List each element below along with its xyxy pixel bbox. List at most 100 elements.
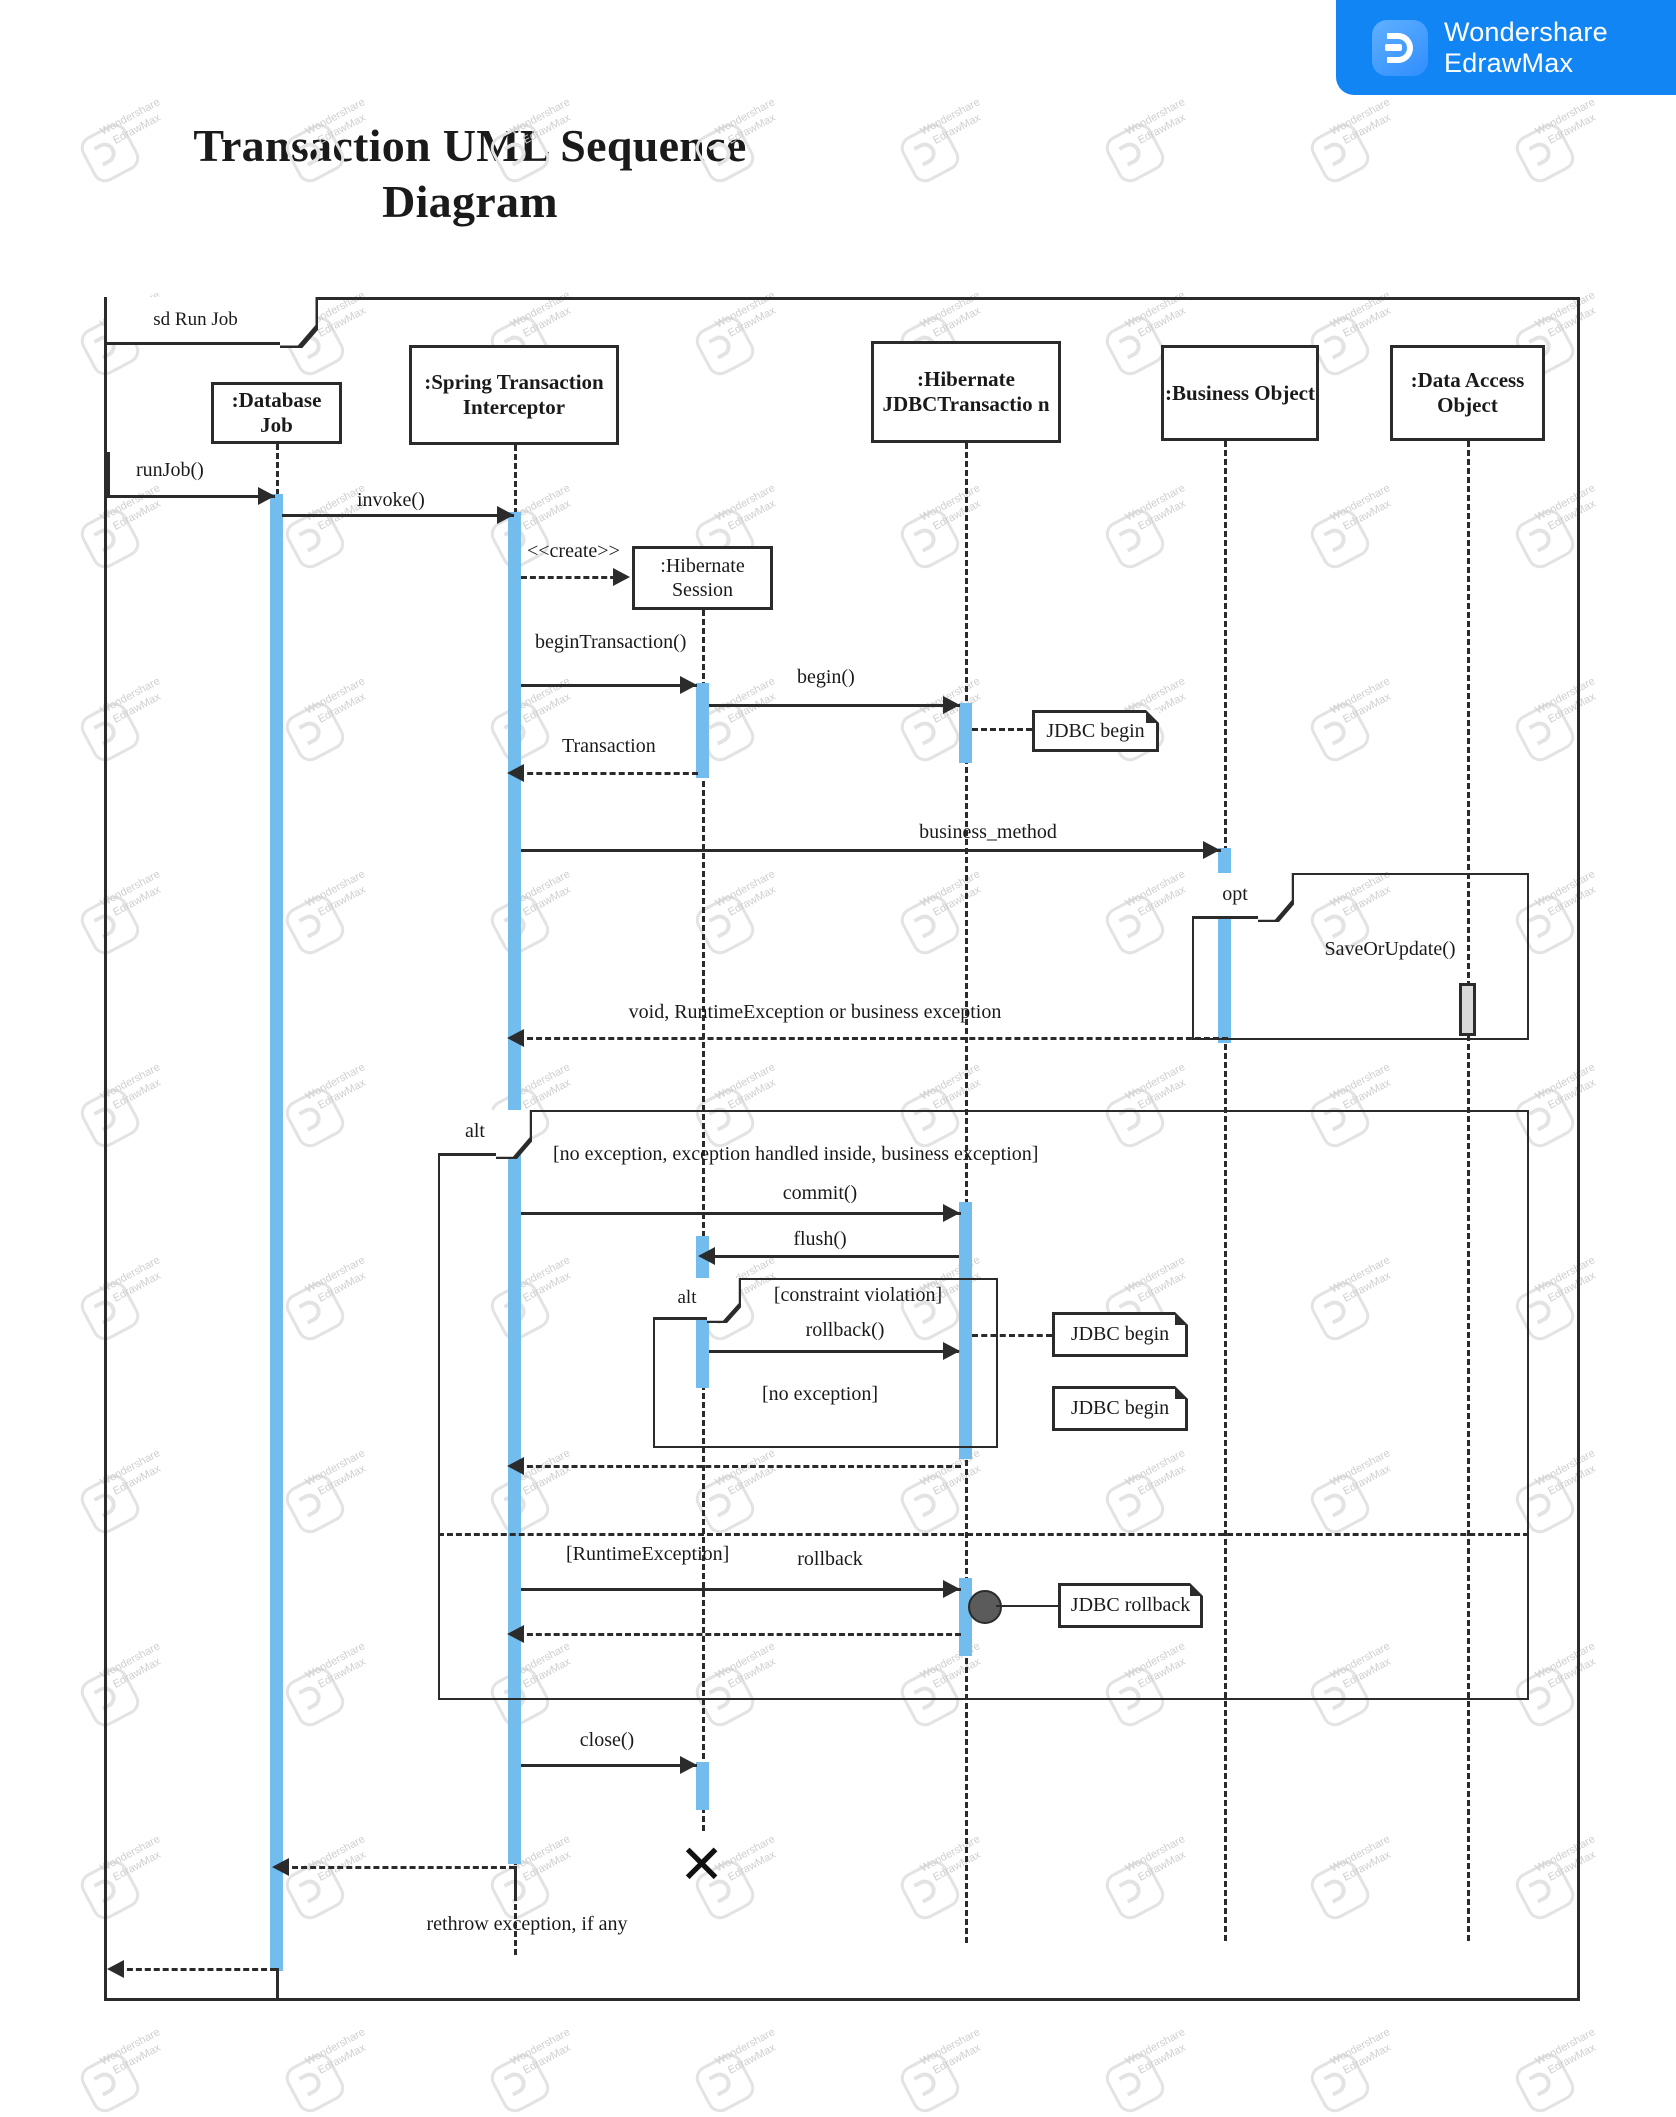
- message-label: invoke(): [357, 489, 425, 511]
- message-save-or-update-label: SaveOrUpdate(): [1324, 938, 1455, 961]
- message-transaction-return-label: Transaction: [562, 735, 656, 758]
- watermark-logo-icon: [1306, 119, 1374, 187]
- participant-db-job[interactable]: :Database Job: [211, 382, 342, 444]
- message-commit-label: commit(): [783, 1182, 857, 1205]
- message-begin-transaction-arrow[interactable]: [521, 684, 697, 687]
- activation-hibernate-session-3: [696, 1762, 709, 1810]
- watermark-logo-icon: [486, 2049, 554, 2117]
- message-rollback-return-arrow[interactable]: [518, 1633, 961, 1636]
- message-label: flush(): [793, 1228, 847, 1250]
- arrowhead-icon: [107, 1960, 124, 1978]
- message-begin-arrow[interactable]: [709, 704, 960, 707]
- message-label: SaveOrUpdate(): [1324, 938, 1456, 960]
- message-commit-return-arrow[interactable]: [518, 1465, 961, 1468]
- message-void-return-label: void, RuntimeException or business excep…: [629, 1001, 1002, 1024]
- arrowhead-icon: [680, 1756, 697, 1774]
- message-rethrow-arrow[interactable]: [283, 1866, 515, 1869]
- message-invoke-label: invoke(): [357, 489, 425, 512]
- message-create-stereotype: <<create>>: [527, 540, 620, 563]
- message-label: void, RuntimeException or business excep…: [628, 1001, 1002, 1023]
- watermark-logo-icon: [1511, 2049, 1579, 2117]
- message-rollback-paren-arrow[interactable]: [709, 1350, 959, 1353]
- message-begin-label: begin(): [797, 666, 855, 689]
- message-label: begin(): [797, 666, 855, 688]
- lifeline-business-object: [1224, 441, 1227, 1941]
- arrowhead-icon: [698, 1247, 715, 1265]
- message-business-method-label: business_method: [919, 821, 1057, 844]
- participant-label: :Hibernate JDBCTransactio n: [882, 367, 1050, 416]
- note-jdbc-begin-1: JDBC begin: [1032, 710, 1159, 752]
- alt-label: alt: [465, 1120, 485, 1142]
- participant-label: :Data Access Object: [1410, 368, 1525, 417]
- frame-label: sd Run Job: [153, 308, 238, 330]
- message-rethrow-label: rethrow exception, if any: [426, 1913, 627, 1936]
- arrowhead-icon: [1203, 841, 1220, 859]
- alt-outer-fragment: [438, 1110, 1529, 1700]
- participant-data-access-object[interactable]: :Data Access Object: [1390, 345, 1545, 441]
- edrawmax-logo-icon: [1372, 19, 1428, 76]
- opt-fragment-label-box: opt: [1192, 873, 1262, 919]
- participant-spring-tx[interactable]: :Spring Transaction Interceptor: [409, 345, 619, 445]
- note-label: JDBC rollback: [1070, 1594, 1191, 1616]
- arrowhead-icon: [680, 676, 697, 694]
- run-job-origin: [107, 452, 110, 496]
- opt-label-clip-icon: [1258, 873, 1294, 922]
- watermark-logo-icon: [76, 119, 144, 187]
- message-commit-arrow[interactable]: [521, 1212, 961, 1215]
- message-invoke-arrow[interactable]: [282, 514, 514, 517]
- message-flush-label: flush(): [793, 1228, 846, 1251]
- arrowhead-icon: [943, 1204, 960, 1222]
- activation-spring-tx: [508, 512, 521, 1864]
- message-close-label: close(): [580, 1729, 634, 1752]
- activation-db-job: [270, 494, 283, 1971]
- alt-outer-guard-2: [RuntimeException]: [566, 1543, 729, 1566]
- final-return-arrow[interactable]: [118, 1968, 276, 1971]
- page-title: Transaction UML Sequence Diagram: [193, 120, 747, 228]
- message-business-method-arrow[interactable]: [521, 849, 1221, 852]
- message-create-arrow[interactable]: [521, 576, 625, 579]
- watermark-logo-icon: [281, 2049, 349, 2117]
- arrowhead-icon: [507, 1625, 524, 1643]
- activation-hibernate-session-1: [696, 683, 709, 778]
- arrowhead-icon: [507, 1029, 524, 1047]
- message-close-arrow[interactable]: [521, 1764, 697, 1767]
- message-rollback-arrow[interactable]: [521, 1588, 961, 1591]
- alt-inner-guard-1: [constraint violation]: [774, 1284, 942, 1307]
- alt-inner-guard-2: [no exception]: [762, 1383, 878, 1406]
- guard-label: [no exception]: [761, 1383, 879, 1405]
- note-label: JDBC begin: [1070, 1323, 1170, 1345]
- opt-label: opt: [1222, 883, 1248, 905]
- message-rollback-label: rollback: [797, 1548, 863, 1571]
- arrowhead-icon: [258, 487, 275, 505]
- note-anchor-line: [972, 1334, 1052, 1337]
- watermark-logo-icon: [1306, 2049, 1374, 2117]
- message-run-job-label: runJob(): [136, 459, 204, 482]
- message-void-return-arrow[interactable]: [518, 1037, 1228, 1040]
- message-transaction-return-arrow[interactable]: [518, 772, 698, 775]
- alt-inner-fragment: [653, 1278, 998, 1448]
- watermark-logo-icon: [691, 2049, 759, 2117]
- participant-label: :Business Object: [1165, 380, 1315, 405]
- participant-hibernate-jdbc-tx[interactable]: :Hibernate JDBCTransactio n: [871, 341, 1061, 443]
- object-hibernate-session[interactable]: :Hibernate Session: [632, 546, 773, 610]
- watermark-logo-icon: [1101, 2049, 1169, 2117]
- message-label: business_method: [919, 821, 1057, 843]
- note-anchor-line: [996, 1605, 1058, 1607]
- watermark-logo-icon: [1101, 119, 1169, 187]
- participant-business-object[interactable]: :Business Object: [1161, 345, 1319, 441]
- message-run-job-arrow[interactable]: [107, 495, 275, 498]
- note-anchor-line: [972, 728, 1032, 731]
- wondershare-edrawmax-badge: Wondershare EdrawMax: [1336, 0, 1676, 95]
- alt-inner-label-clip-icon: [707, 1278, 741, 1323]
- opt-fragment: [1192, 873, 1529, 1040]
- message-flush-arrow[interactable]: [709, 1255, 959, 1258]
- alt-outer-guard-1: [no exception, exception handled inside,…: [553, 1143, 1038, 1166]
- activation-hibernate-jdbc-tx-1: [959, 703, 972, 763]
